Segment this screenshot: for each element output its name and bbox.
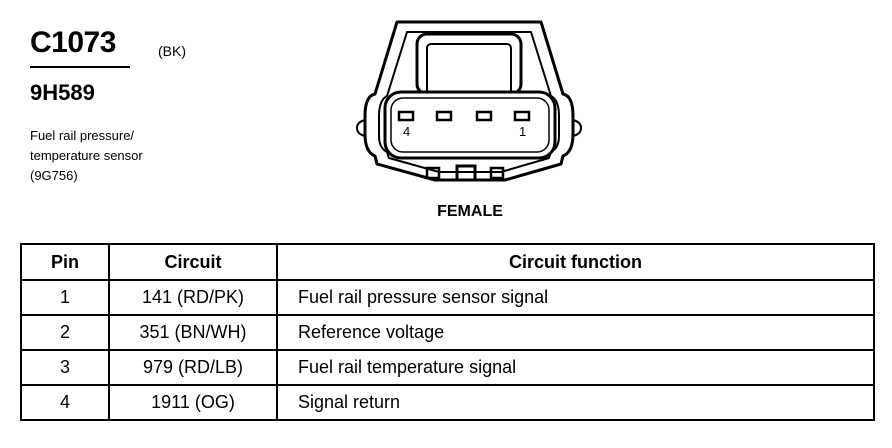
table-row: 1 141 (RD/PK) Fuel rail pressure sensor …	[20, 279, 875, 316]
bottom-key-center	[455, 164, 477, 182]
header-pin: Pin	[20, 243, 110, 281]
cell-function: Fuel rail pressure sensor signal	[276, 279, 875, 316]
cell-function: Fuel rail temperature signal	[276, 349, 875, 386]
table-header-row: Pin Circuit Circuit function	[20, 243, 875, 281]
cell-circuit: 141 (RD/PK)	[108, 279, 278, 316]
right-side-latch	[572, 119, 583, 137]
table-row: 2 351 (BN/WH) Reference voltage	[20, 314, 875, 351]
cell-circuit: 1911 (OG)	[108, 384, 278, 421]
cell-circuit: 979 (RD/LB)	[108, 349, 278, 386]
connector-outer-housing	[363, 20, 575, 182]
part-number: 9H589	[30, 80, 95, 105]
cell-pin: 4	[20, 384, 110, 421]
connector-id: C1073	[30, 26, 116, 59]
cell-pin: 1	[20, 279, 110, 316]
bottom-key-left	[425, 166, 441, 180]
connector-id-underline	[30, 66, 130, 68]
bottom-key-right	[489, 166, 505, 180]
pinout-table: Pin Circuit Circuit function 1 141 (RD/P…	[20, 243, 875, 421]
header-circuit: Circuit	[108, 243, 278, 281]
description-line-2: temperature sensor	[30, 148, 143, 163]
pin-cavity-inner	[390, 97, 550, 153]
connector-face-diagram: 4 1	[355, 20, 583, 182]
table-row: 4 1911 (OG) Signal return	[20, 384, 875, 421]
connector-inner-housing	[378, 31, 560, 173]
cell-pin: 3	[20, 349, 110, 386]
cell-circuit: 351 (BN/WH)	[108, 314, 278, 351]
pin-4-cavity	[397, 110, 415, 122]
description-line-3: (9G756)	[30, 168, 78, 183]
locking-tab-inner	[426, 43, 512, 95]
pin-cavity-area	[383, 90, 557, 160]
left-side-latch	[355, 119, 366, 137]
cell-function: Signal return	[276, 384, 875, 421]
pin-2-cavity	[475, 110, 493, 122]
pin-left-label: 4	[403, 124, 410, 139]
pin-3-cavity	[435, 110, 453, 122]
pin-1-cavity	[513, 110, 531, 122]
table-row: 3 979 (RD/LB) Fuel rail temperature sign…	[20, 349, 875, 386]
connector-color: (BK)	[158, 43, 186, 59]
header-circuit-function: Circuit function	[276, 243, 875, 281]
pin-right-label: 1	[519, 124, 526, 139]
description-line-1: Fuel rail pressure/	[30, 128, 135, 143]
cell-function: Reference voltage	[276, 314, 875, 351]
cell-pin: 2	[20, 314, 110, 351]
connector-gender: FEMALE	[437, 203, 503, 220]
